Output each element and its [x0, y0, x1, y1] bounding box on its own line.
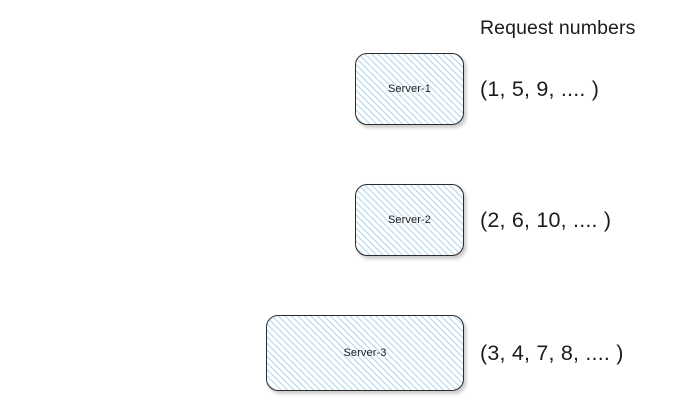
server-box-server-1: Server-1: [355, 53, 464, 125]
request-sequence-server-1: (1, 5, 9, .... ): [480, 77, 600, 101]
server-box-server-3: Server-3: [266, 315, 464, 391]
server-box-server-2: Server-2: [355, 184, 464, 256]
request-numbers-heading: Request numbers: [480, 17, 636, 39]
server-label: Server-3: [343, 347, 387, 359]
request-sequence-server-3: (3, 4, 7, 8, .... ): [480, 341, 624, 365]
server-label: Server-2: [388, 214, 431, 226]
request-sequence-server-2: (2, 6, 10, .... ): [480, 208, 612, 232]
server-label: Server-1: [388, 83, 431, 95]
